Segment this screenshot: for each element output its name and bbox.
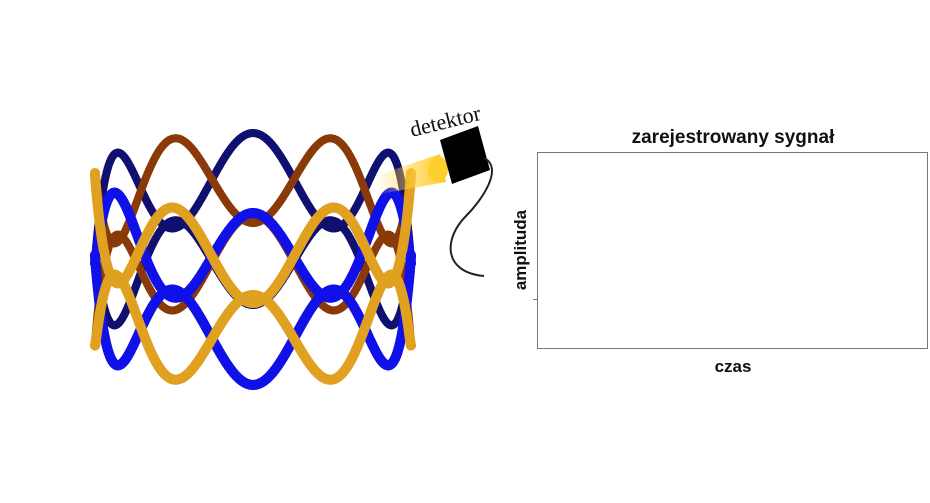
detector-beam: [375, 154, 446, 194]
plot-x-axis-label: czas: [714, 357, 752, 376]
detector-beam-glow: [428, 156, 448, 182]
signal-plot-frame: [537, 152, 928, 349]
wave-ring: [90, 129, 416, 390]
plot-axis-tick: [533, 299, 537, 300]
plot-y-axis-label: amplituda: [511, 209, 530, 291]
detector-icon: [440, 126, 490, 184]
detector-cable: [449, 157, 493, 277]
plot-title: zarejestrowany sygnał: [631, 127, 835, 148]
